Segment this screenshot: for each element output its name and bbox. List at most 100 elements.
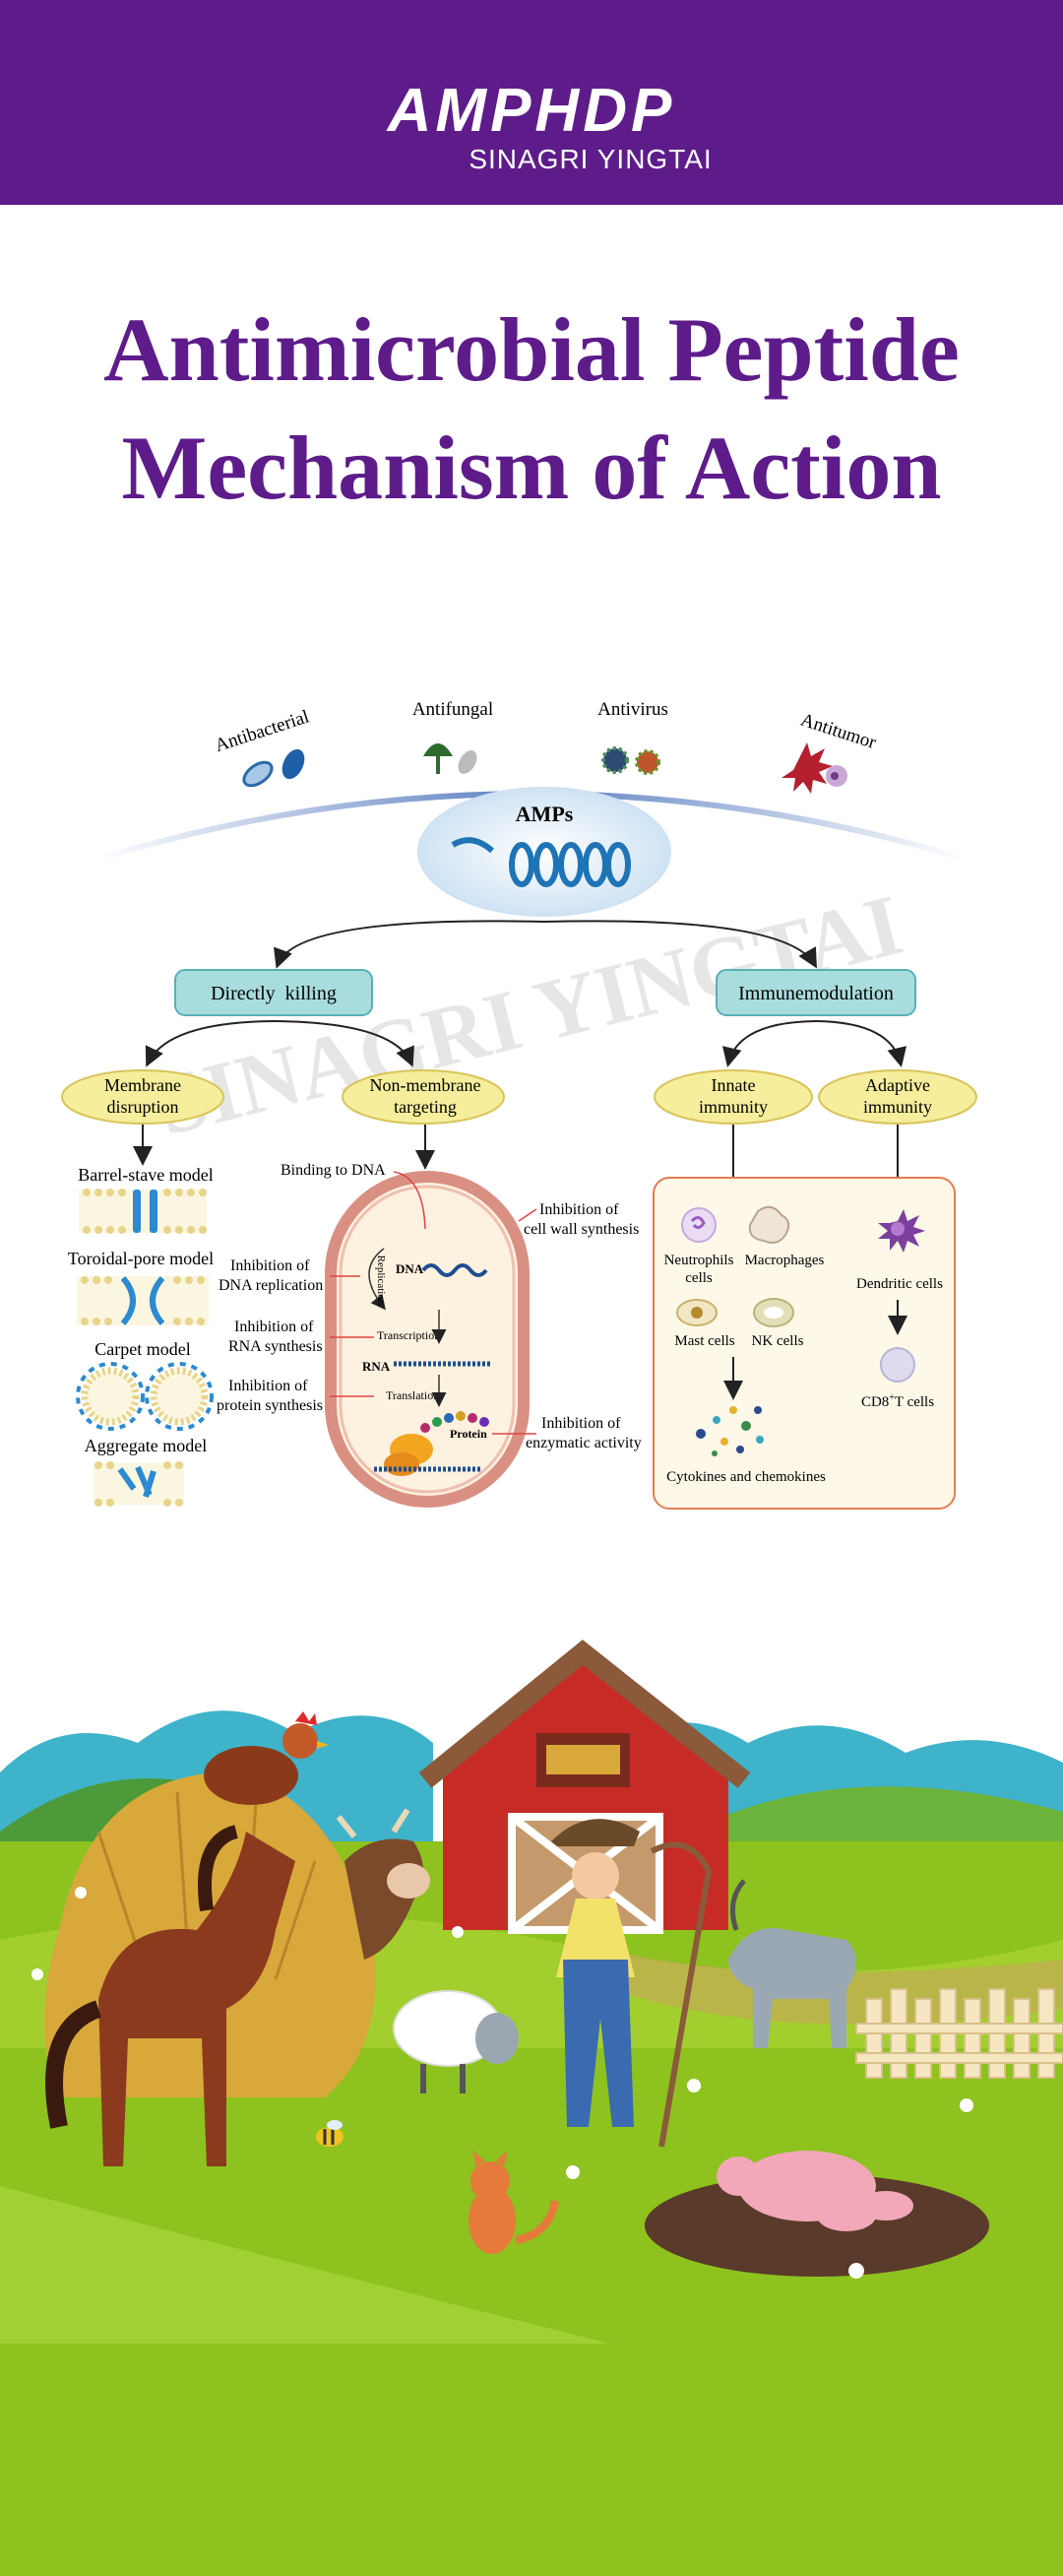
label-rna-2: RNA synthesis: [228, 1338, 323, 1355]
model-toroidal-pore: Toroidal-pore model: [68, 1249, 214, 1268]
label-wall-1: Inhibition of: [539, 1201, 619, 1218]
membrane-label-1: Membrane: [104, 1075, 181, 1095]
label-protein-2: protein synthesis: [217, 1397, 323, 1414]
page-title-line2: Mechanism of Action: [121, 418, 942, 518]
membrane-node: [61, 1069, 224, 1125]
membrane-models: Barrel-stave model Toroidal-pore model C…: [68, 1165, 214, 1507]
adaptive-label-1: Adaptive: [865, 1075, 930, 1095]
arrow-innate: [721, 1020, 817, 1067]
nk-cell-icon: [753, 1298, 794, 1327]
toroidal-pore-icon: [77, 1276, 209, 1325]
label-rna-1: Inhibition of: [234, 1319, 314, 1335]
label-dendritic: Dendritic cells: [856, 1276, 943, 1292]
carpet-icon: [76, 1362, 214, 1431]
cat-icon: [469, 2151, 559, 2254]
logo-subtitle: SINAGRI YINGTAI: [469, 144, 713, 174]
brand-logo: AMPHDP SINAGRI YINGTAI: [0, 81, 1063, 175]
label-wall-2: cell wall synthesis: [524, 1221, 639, 1238]
nonmembrane-label-2: targeting: [394, 1097, 457, 1117]
arrow-adaptive: [815, 1020, 907, 1067]
cow-icon: [336, 1808, 430, 1960]
directly-killing-box: [174, 969, 373, 1016]
label-enzyme-1: Inhibition of: [541, 1415, 621, 1432]
label-neutrophils-1: Neutrophils: [664, 1253, 734, 1268]
chicken-icon: [204, 1711, 329, 1805]
label-enzyme-2: enzymatic activity: [526, 1435, 642, 1451]
immune-box: [653, 1177, 956, 1510]
label-protein-1: Inhibition of: [228, 1378, 308, 1394]
label-cd8: CD8+T cells: [861, 1392, 934, 1410]
cytokines-icon: [696, 1406, 764, 1456]
label-antibacterial: Antibacterial: [213, 706, 312, 756]
membrane-label-2: disruption: [106, 1097, 178, 1117]
innate-label-1: Innate: [712, 1075, 756, 1095]
arrow-nonmembrane: [273, 1020, 414, 1067]
label-dna-rep-2: DNA replication: [219, 1277, 323, 1294]
header-banner: AMPHDP SINAGRI YINGTAI: [0, 0, 1063, 205]
aggregate-icon: [94, 1461, 184, 1507]
logo-wordmark: AMPHDP: [387, 77, 676, 145]
label-translation: Translation: [386, 1388, 439, 1402]
dna-helix-icon: [421, 1263, 488, 1277]
model-aggregate: Aggregate model: [85, 1436, 207, 1455]
model-barrel-stave: Barrel-stave model: [78, 1165, 213, 1185]
label-rna: RNA: [362, 1359, 391, 1374]
bee-icon: [316, 2120, 344, 2147]
ribosome-icon: [374, 1434, 482, 1476]
tumor-icon: [782, 742, 847, 794]
nonmembrane-node: [342, 1069, 505, 1125]
mud-pig-icon: [645, 2151, 989, 2277]
fence-icon: [855, 1988, 1063, 2079]
cd8-cell-icon: [880, 1347, 915, 1383]
label-macrophages: Macrophages: [745, 1253, 825, 1268]
neutrophil-icon: [681, 1207, 717, 1243]
amps-node: [417, 787, 671, 917]
label-dna-rep-1: Inhibition of: [230, 1257, 310, 1274]
label-antifungal: Antifungal: [412, 699, 493, 720]
label-antitumor: Antitumor: [798, 710, 879, 754]
label-replication: Replication: [375, 1256, 387, 1306]
branch-arrow-left: [274, 920, 545, 969]
adaptive-label-2: immunity: [863, 1097, 932, 1117]
label-binding-dna: Binding to DNA: [281, 1162, 386, 1179]
innate-label-2: immunity: [699, 1097, 768, 1117]
mechanism-diagram: SINAGRI YINGTAI Antibacterial Antifungal…: [61, 699, 977, 1510]
model-carpet: Carpet model: [94, 1339, 190, 1359]
foreground-hill: [0, 2186, 610, 2344]
farmer-icon: [551, 1819, 713, 2148]
nonmembrane-label-1: Non-membrane: [370, 1075, 481, 1095]
label-protein: Protein: [450, 1427, 487, 1441]
label-neutrophils-2: cells: [685, 1270, 713, 1286]
directly-killing-label: Directly killing: [211, 983, 337, 1004]
binding-line: [393, 1171, 426, 1230]
protein-chain-icon: [420, 1411, 489, 1433]
barrel-stave-icon: [79, 1189, 207, 1234]
wall-line: [518, 1208, 537, 1222]
innate-node: [654, 1069, 813, 1125]
label-antivirus: Antivirus: [597, 699, 668, 720]
sheep-icon: [393, 1990, 519, 2093]
immunemodulation-box: [716, 969, 916, 1016]
horse-icon: [45, 1825, 295, 2166]
label-dna: DNA: [396, 1261, 424, 1276]
label-mast: Mast cells: [674, 1333, 734, 1349]
fungus-icon: [423, 743, 477, 774]
flowers: [31, 1887, 973, 2279]
macrophage-icon: [748, 1205, 790, 1244]
immunemodulation-label: Immunemodulation: [738, 983, 894, 1004]
branch-arrow-right: [543, 920, 817, 969]
amps-label: AMPs: [516, 802, 574, 826]
label-nk: NK cells: [752, 1333, 804, 1349]
dendritic-cell-icon: [878, 1209, 925, 1253]
adaptive-node: [818, 1069, 977, 1125]
arrow-membrane: [145, 1020, 275, 1067]
label-cytokines: Cytokines and chemokines: [666, 1469, 826, 1485]
bacteria-icon: [242, 748, 305, 788]
replication-loop: [368, 1248, 386, 1311]
helix-icon: [451, 837, 631, 887]
farm-illustration: [0, 1640, 1063, 2576]
page-title-line1: Antimicrobial Peptide: [103, 299, 960, 400]
goat-icon: [728, 1879, 856, 2048]
virus-icon: [601, 746, 660, 775]
label-transcription: Transcription: [377, 1328, 440, 1342]
